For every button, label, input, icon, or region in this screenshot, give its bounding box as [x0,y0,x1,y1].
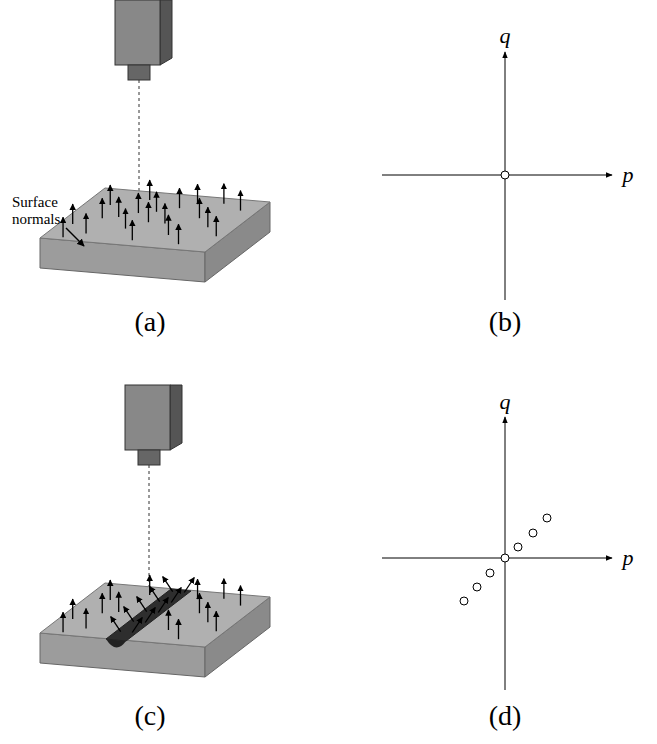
normal-arrow [207,602,208,622]
normal-arrow [124,607,134,622]
normal-arrow [85,214,86,234]
groove-notch [106,639,126,648]
axis-label: q [500,390,511,414]
normal-arrow [148,202,149,222]
normal-arrow [168,610,169,630]
normal-arrow [125,209,126,229]
surface-normals [63,180,240,244]
pq-axes [382,52,612,300]
normal-arrow [168,215,169,235]
axis-label: p [623,163,634,187]
normal-arrow [184,578,194,593]
normal-arrow [72,599,73,619]
pq-axes [382,417,612,690]
normal-arrow [62,217,63,237]
axis-label: q [500,24,511,48]
normal-arrow [62,612,63,632]
normal-arrow [197,579,198,599]
panel-label: (c) [134,701,165,732]
normal-arrow [145,608,155,623]
normal-arrow [110,580,111,600]
normal-arrow [207,207,208,227]
normal-arrow [164,204,165,224]
normal-arrow [111,617,121,632]
normal-arrow [179,188,180,208]
normal-arrow [216,611,217,631]
camera [115,0,172,205]
surface-normals [63,575,240,639]
normal-arrow [118,197,119,217]
axis-label: p [623,546,634,570]
normal-arrow [110,185,111,205]
normal-arrow [178,619,179,639]
normal-arrow [72,204,73,224]
panel-label: (b) [489,307,522,338]
normal-arrow [199,198,200,218]
normal-arrow [102,593,103,613]
normal-arrow [132,220,133,240]
normal-arrow [137,597,147,612]
normal-arrow [178,224,179,244]
normal-arrow [158,598,168,613]
normal-arrow [138,193,139,213]
normal-arrow [150,587,160,602]
leader-arrow [66,228,84,246]
slab [40,188,270,282]
panel-label: (d) [489,701,522,732]
normal-arrow [149,180,150,200]
normal-arrow [216,216,217,236]
panel-label: (a) [134,307,165,338]
camera [125,385,182,600]
normal-arrow [118,592,119,612]
normal-arrow [171,588,181,603]
normal-arrow [240,191,241,211]
normal-arrow [102,198,103,218]
normal-arrow [163,577,173,592]
normal-arrow [223,184,224,204]
normal-arrow [149,575,150,595]
normal-arrow [199,593,200,613]
normal-arrow [156,192,157,212]
normal-arrow [223,579,224,599]
normal-arrow [132,618,142,633]
normal-arrow [240,586,241,606]
callout-label: Surface normals [12,194,74,227]
normal-arrow [85,609,86,629]
slab [40,583,270,677]
normal-arrow [197,184,198,204]
groove [106,589,191,641]
